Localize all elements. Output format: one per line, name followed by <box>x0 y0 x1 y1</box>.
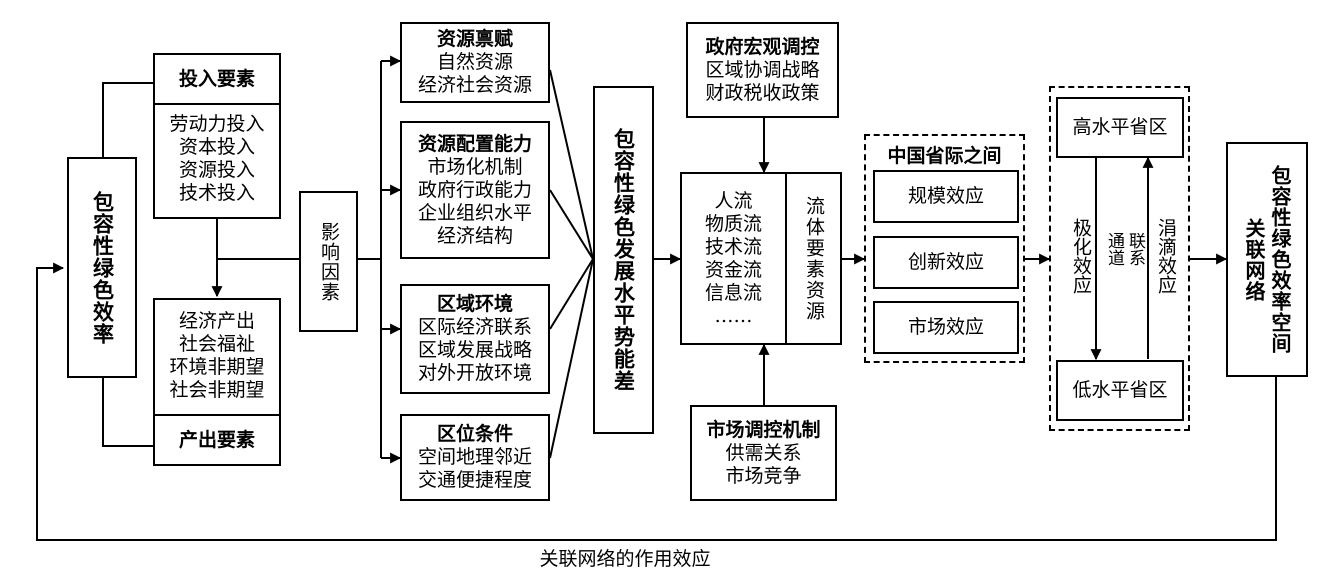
government-control-item: 区域协调战略 <box>705 58 820 81</box>
market-regulation-item: 市场竞争 <box>725 464 802 487</box>
output-item: 社会非期望 <box>169 379 265 401</box>
output-item: 经济产出 <box>178 310 255 332</box>
influence-factors-box: 影响因素 <box>299 191 358 332</box>
factor-group-title: 资源配置能力 <box>417 132 532 155</box>
influence-factors-label: 影响因素 <box>318 221 340 302</box>
market-regulation-item: 供需关系 <box>725 441 802 464</box>
government-control-title: 政府宏观调控 <box>705 35 820 58</box>
factor-group-item: 交通便捷程度 <box>417 469 532 491</box>
factor-group-item: 区际经济联系 <box>417 316 532 338</box>
factor-group-title: 区位条件 <box>436 423 513 445</box>
output-item: 环境非期望 <box>169 356 265 378</box>
output-item: 社会福祉 <box>178 333 255 355</box>
factor-group-allocation: 资源配置能力 市场化机制 政府行政能力 企业组织水平 经济结构 <box>400 121 550 259</box>
factor-group-item: 市场化机制 <box>427 155 523 178</box>
flow-item: 资金流 <box>704 258 762 281</box>
left-box-title: 包容性绿色效率 <box>90 190 115 345</box>
factor-group-item: 对外开放环境 <box>417 362 532 384</box>
factor-group-item: 经济社会资源 <box>417 74 532 96</box>
factor-group-item: 经济结构 <box>436 224 513 247</box>
scale-effect-box: 规模效应 <box>873 170 1019 223</box>
factor-group-item: 企业组织水平 <box>417 201 532 224</box>
innovation-effect-box: 创新效应 <box>873 236 1019 289</box>
flow-item: 信息流 <box>704 281 762 304</box>
input-items: 劳动力投入 资本投入 资源投入 技术投入 <box>169 113 264 205</box>
factor-group-location: 区位条件 空间地理邻近 交通便捷程度 <box>400 414 550 501</box>
output-items: 经济产出 社会福祉 环境非期望 社会非期望 <box>169 310 264 414</box>
linkage-channel-label: 联系通道 <box>1104 232 1145 266</box>
high-level-province-box: 高水平省区 <box>1056 97 1184 158</box>
spatial-network-box: 包容性绿色效率空间关联网络 <box>1226 142 1308 377</box>
potential-difference-box: 包容性绿色发展水平势能差 <box>593 86 654 434</box>
market-regulation-title: 市场调控机制 <box>706 418 821 441</box>
input-header: 投入要素 <box>155 55 279 105</box>
flow-item: …… <box>714 304 753 327</box>
output-header: 产出要素 <box>155 414 279 464</box>
inter-province-title: 中国省际之间 <box>887 145 1002 167</box>
factor-group-item: 政府行政能力 <box>417 178 532 201</box>
market-regulation-box: 市场调控机制 供需关系 市场竞争 <box>690 405 837 501</box>
effect-label: 市场效应 <box>907 316 984 338</box>
low-level-province-box: 低水平省区 <box>1056 360 1184 421</box>
government-control-item: 财政税收政策 <box>705 81 820 104</box>
input-item: 技术投入 <box>178 182 255 204</box>
effect-label: 创新效应 <box>907 251 984 273</box>
government-control-box: 政府宏观调控 区域协调战略 财政税收政策 <box>686 22 839 118</box>
low-level-province-label: 低水平省区 <box>1072 379 1168 401</box>
feedback-label: 关联网络的作用效应 <box>539 548 711 570</box>
factor-group-item: 自然资源 <box>436 51 513 73</box>
factor-group-regional-environment: 区域环境 区际经济联系 区域发展战略 对外开放环境 <box>400 284 550 394</box>
trickle-down-effect-label: 涓滴效应 <box>1155 218 1177 294</box>
input-item: 劳动力投入 <box>169 113 265 135</box>
inter-province-group <box>864 134 1025 363</box>
factor-group-endowment: 资源禀赋 自然资源 经济社会资源 <box>400 22 550 103</box>
factor-group-item: 空间地理邻近 <box>417 446 532 468</box>
factor-group-title: 区域环境 <box>436 293 513 315</box>
flow-item: 人流 <box>714 189 753 212</box>
province-linkage-group <box>1049 86 1190 431</box>
factor-group-item: 区域发展战略 <box>417 339 532 361</box>
input-item: 资本投入 <box>178 136 255 158</box>
factor-flows-box: 人流 物质流 技术流 资金流 信息流 …… 流体要素资源 <box>680 172 842 345</box>
market-effect-box: 市场效应 <box>873 301 1019 354</box>
spatial-network-title: 包容性绿色效率空间关联网络 <box>1242 165 1292 354</box>
potential-difference-title: 包容性绿色发展水平势能差 <box>611 128 636 392</box>
inclusive-green-efficiency-box: 包容性绿色效率 <box>67 157 137 378</box>
input-item: 资源投入 <box>178 159 255 181</box>
flow-items: 人流 物质流 技术流 资金流 信息流 …… <box>682 174 787 343</box>
effect-label: 规模效应 <box>907 185 984 207</box>
flow-item: 物质流 <box>704 212 762 235</box>
factor-group-title: 资源禀赋 <box>436 28 513 50</box>
fluid-factor-resources-label: 流体要素资源 <box>803 195 825 322</box>
output-factors-box: 经济产出 社会福祉 环境非期望 社会非期望 产出要素 <box>153 298 281 466</box>
polarization-effect-label: 极化效应 <box>1070 218 1092 294</box>
input-factors-box: 投入要素 劳动力投入 资本投入 资源投入 技术投入 <box>153 53 281 219</box>
high-level-province-label: 高水平省区 <box>1072 116 1168 138</box>
flow-item: 技术流 <box>704 235 762 258</box>
